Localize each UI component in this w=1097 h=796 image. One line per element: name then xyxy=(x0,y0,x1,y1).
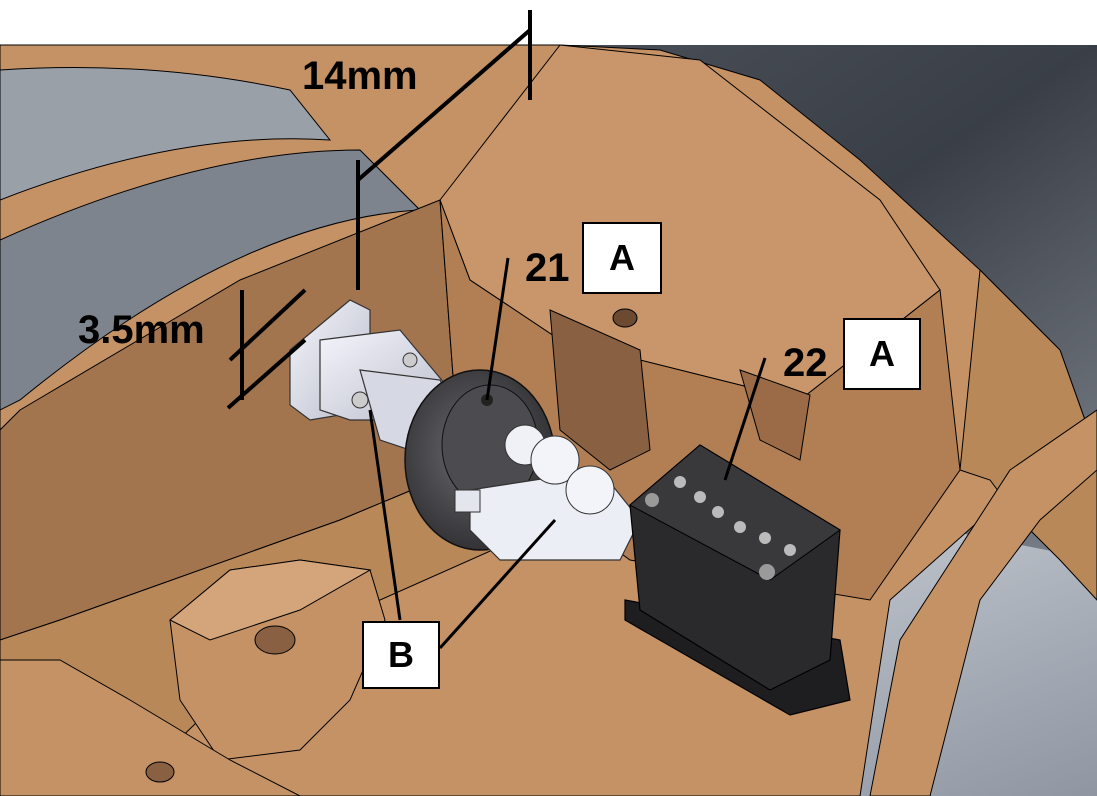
bottom-lip xyxy=(0,659,301,796)
callout-box-a-top: A xyxy=(582,222,662,294)
window-opening-left xyxy=(0,67,332,201)
bottom-hole xyxy=(145,761,175,783)
mount-hole xyxy=(612,308,638,328)
dimension-label-3-5mm: 3.5mm xyxy=(78,308,205,352)
leader-lines xyxy=(368,257,767,650)
dimension-label-14mm: 14mm xyxy=(302,54,418,98)
dimension-lines xyxy=(226,10,532,410)
part-number-21: 21 xyxy=(525,246,570,290)
bracket-slot xyxy=(254,625,296,655)
right-rail xyxy=(869,409,1097,796)
part-number-22: 22 xyxy=(783,341,828,385)
master-cylinder-icon xyxy=(454,424,641,561)
fuse-box-icon xyxy=(624,444,851,716)
callout-box-a-right: A xyxy=(843,318,921,390)
block-recess xyxy=(549,309,651,471)
block-recess-2 xyxy=(739,369,811,461)
front-bracket-top xyxy=(169,559,372,641)
callout-box-b: B xyxy=(362,621,440,689)
right-wall xyxy=(959,268,1097,601)
window-opening-mid xyxy=(0,149,422,411)
